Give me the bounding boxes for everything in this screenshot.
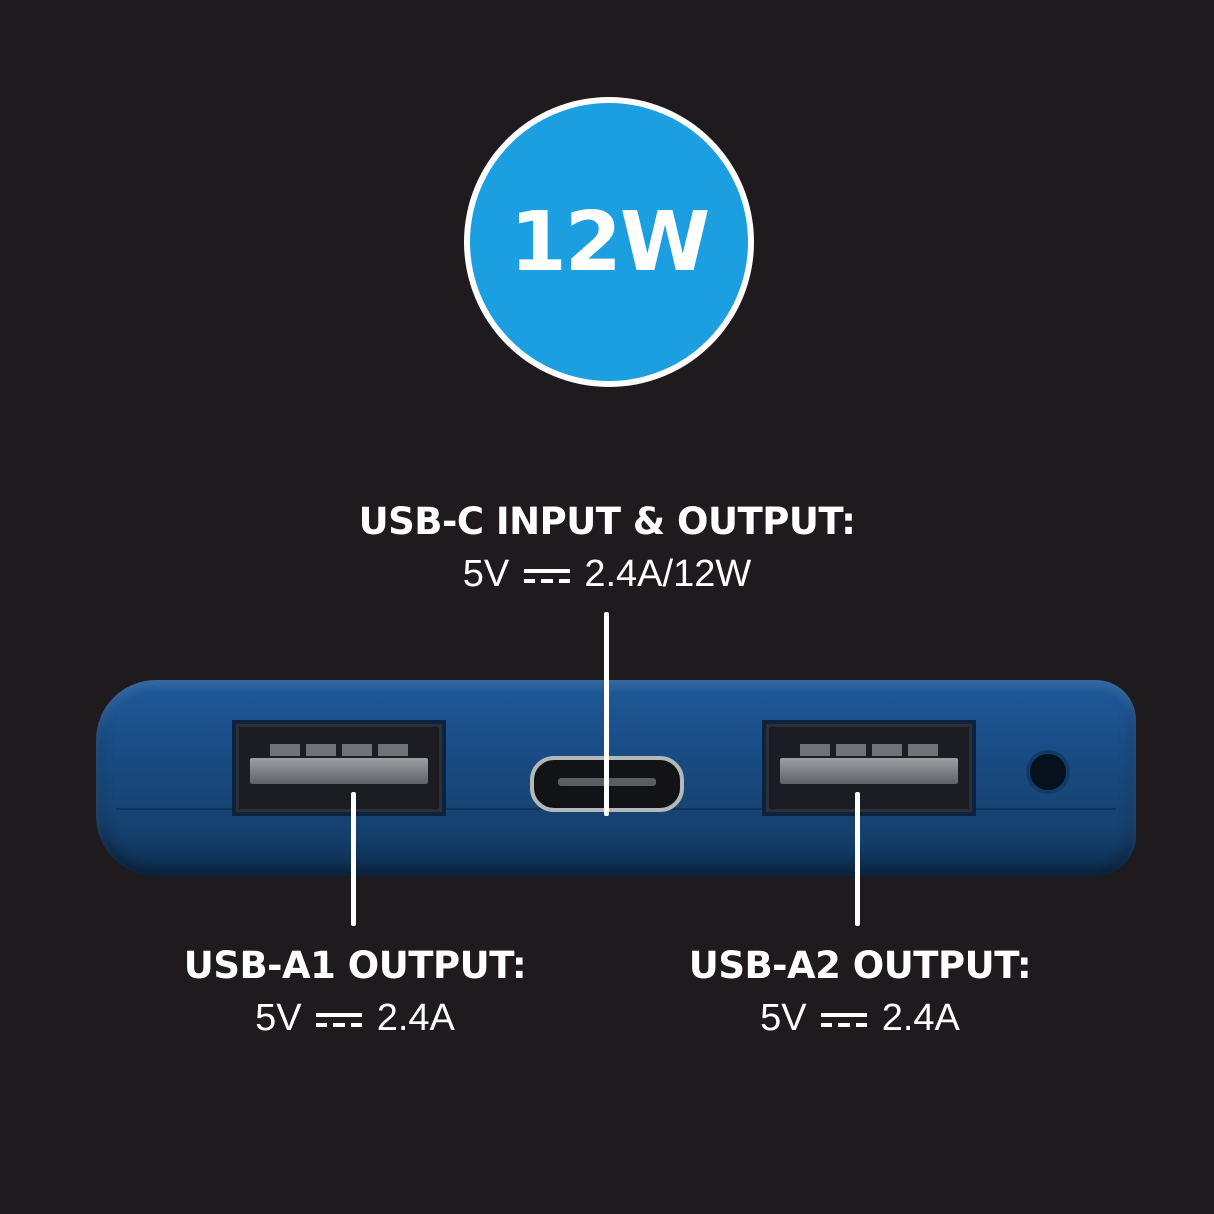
- usb-a1-port: [232, 720, 446, 816]
- dc-current-icon: [316, 1012, 363, 1027]
- usb-a1-leader-line: [351, 792, 356, 926]
- wattage-badge: 12W: [470, 103, 748, 381]
- wattage-badge-text: 12W: [509, 194, 711, 290]
- usb-a2-rating: 2.4A: [881, 997, 960, 1039]
- usb-c-callout-spec: 5V 2.4A/12W: [307, 550, 907, 598]
- usb-a2-port: [762, 720, 976, 816]
- usb-a1-callout: USB-A1 OUTPUT: 5V 2.4A: [140, 944, 570, 1042]
- usb-a1-voltage: 5V: [255, 997, 302, 1039]
- usb-c-voltage: 5V: [462, 553, 510, 595]
- usb-a1-callout-title: USB-A1 OUTPUT:: [183, 944, 527, 987]
- lanyard-hole: [1026, 750, 1070, 794]
- usb-a1-pins: [270, 744, 408, 756]
- usb-a2-tongue: [780, 758, 958, 784]
- dc-current-icon: [821, 1012, 868, 1027]
- usb-c-leader-line: [604, 612, 609, 816]
- usb-a1-rating: 2.4A: [376, 997, 455, 1039]
- dc-current-icon: [523, 568, 570, 583]
- usb-c-callout: USB-C INPUT & OUTPUT: 5V 2.4A/12W: [307, 500, 907, 598]
- usb-c-rating: 2.4A/12W: [584, 553, 752, 595]
- usb-a1-tongue: [250, 758, 428, 784]
- usb-a2-callout: USB-A2 OUTPUT: 5V 2.4A: [640, 944, 1080, 1042]
- usb-a2-voltage: 5V: [760, 997, 807, 1039]
- usb-a1-callout-spec: 5V 2.4A: [140, 994, 570, 1042]
- usb-a2-callout-title: USB-A2 OUTPUT:: [688, 944, 1032, 987]
- usb-a2-pins: [800, 744, 938, 756]
- usb-a2-leader-line: [855, 792, 860, 926]
- usb-a2-callout-spec: 5V 2.4A: [640, 994, 1080, 1042]
- usb-c-callout-title: USB-C INPUT & OUTPUT:: [358, 500, 856, 543]
- power-bank-body: [96, 680, 1136, 876]
